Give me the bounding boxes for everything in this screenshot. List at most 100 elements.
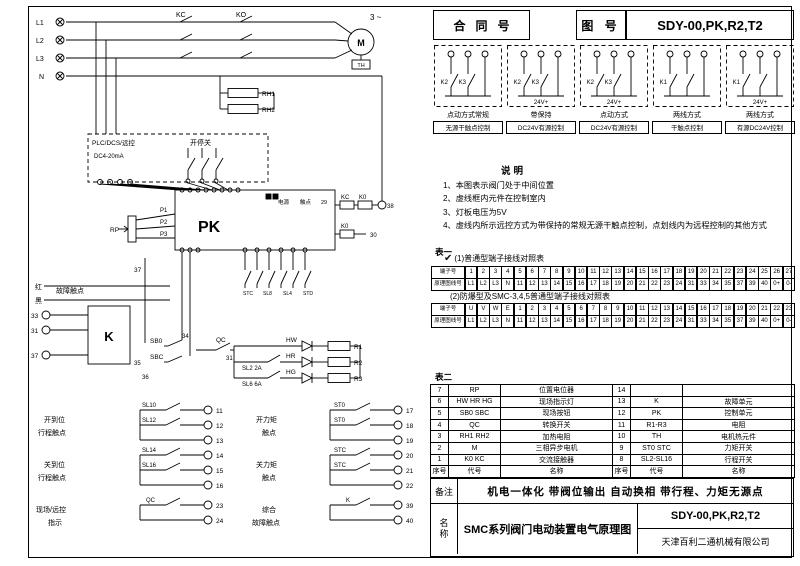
schematic-label: 开力矩 — [256, 415, 277, 424]
terminal-cell: V — [476, 302, 490, 316]
relay-label: K2 — [441, 80, 449, 86]
schematic-label: STC — [243, 291, 253, 297]
terminal-cell: 2 — [525, 302, 539, 316]
schematic-label: 故障触点 — [56, 286, 84, 295]
heater-rh1-icon — [227, 88, 259, 98]
schematic-label: RH1 — [262, 91, 275, 98]
component-cell: 位置电位器 — [500, 384, 613, 397]
terminal-cell: L1 — [464, 315, 478, 329]
component-cell: 6 — [430, 395, 449, 409]
terminal-cell: 17 — [660, 265, 674, 279]
fault-unit-box — [87, 305, 131, 365]
terminal-icon — [55, 53, 65, 63]
terminal-cell: 14 — [550, 278, 564, 292]
terminal-cell: 19 — [611, 315, 625, 329]
terminal-cell: 7 — [586, 302, 600, 316]
terminal-cell: 22 — [648, 278, 661, 292]
terminal-cell: 18 — [599, 278, 612, 292]
terminal-cell: 15 — [562, 278, 576, 292]
control-mode-panel-5: K1 24V+ 两线方式 有源DC24V控制 — [725, 44, 795, 134]
k0-coil-icon — [357, 200, 373, 210]
terminal-cell: 13 — [611, 265, 625, 279]
schematic-label: KC — [341, 195, 350, 201]
table1-sub2: (2)防爆型及SMC-3,4,5普通型端子接线对照表 — [450, 292, 611, 301]
schematic-label: 综合 — [262, 505, 276, 514]
component-cell: 加热电阻 — [500, 430, 613, 443]
schematic-label: 34 — [182, 334, 189, 340]
component-cell: 代号 — [630, 465, 683, 478]
schematic-label: TH — [357, 63, 364, 69]
terminal-cell: 20 — [745, 302, 759, 316]
control-mode-panel-3: K2 K3 24V+ 点动方式 DC24V有源控制 — [579, 44, 649, 134]
terminal-cell: 13 — [538, 278, 551, 292]
component-cell: 10 — [612, 430, 631, 443]
schematic-label: 行程触点 — [38, 473, 66, 482]
contract-no-box: 合同号 — [433, 10, 530, 40]
note-item: 2、虚线框内元件在控制室内 — [443, 194, 546, 203]
schematic-label: 30 — [370, 233, 377, 239]
terminal-cell: 16 — [574, 315, 588, 329]
panel-caption: 带保持 — [530, 112, 552, 119]
schematic-label: 15 — [216, 468, 224, 475]
schematic-label: 29 — [321, 200, 327, 206]
drawing-frame — [28, 6, 792, 558]
schematic-label: 24 — [216, 518, 224, 525]
terminal-cell: 33 — [696, 278, 710, 292]
schematic-label: 33 — [31, 313, 39, 320]
table1-title: 表一 — [435, 247, 453, 257]
terminal-cell: 33 — [696, 315, 710, 329]
terminal-cell: 20 — [623, 315, 637, 329]
terminal-cell: 13 — [538, 315, 551, 329]
relay-label: K1 — [733, 80, 741, 86]
component-cell: 9 — [612, 441, 631, 455]
schematic-label: SL6 6A — [242, 382, 262, 388]
terminal-cell: 16 — [696, 302, 710, 316]
note-item: 3、灯板电压为5V — [443, 207, 507, 217]
schematic-label: 16 — [216, 483, 224, 490]
terminal-cell: 26 — [770, 265, 784, 279]
component-cell: QC — [448, 418, 501, 432]
terminal-cell: 0- — [782, 278, 796, 292]
component-cell: 序号 — [612, 465, 631, 478]
terminal-icon — [55, 17, 65, 27]
terminal-icon — [55, 71, 65, 81]
component-cell: 代号 — [448, 465, 501, 478]
terminal-cell: 6 — [525, 265, 539, 279]
component-cell: 1 — [430, 453, 449, 467]
title-block: 备注 机电一体化 带阀位输出 自动换相 带行程、力矩无源点 名称 SMC系列阀门… — [430, 478, 794, 557]
drawing-no-label-box: 图 号 — [576, 10, 626, 40]
terminal-cell: 40 — [758, 278, 771, 292]
terminal-cell: 8 — [550, 265, 564, 279]
component-cell: 12 — [612, 407, 631, 420]
company-name: 天津百利二通机械有限公司 — [661, 537, 770, 547]
notes: 说明 1、本图表示阀门处于中间位置 2、虚线框内元件在控制室内 3、灯板电压为5… — [443, 165, 793, 233]
terminal-cell: 7 — [538, 265, 551, 279]
terminal-cell: 11 — [513, 278, 527, 292]
schematic-label: SL10 — [142, 403, 157, 409]
component-cell: R1-R3 — [630, 418, 683, 432]
terminal-cell: 16 — [648, 265, 661, 279]
component-cell: 三相异步电机 — [500, 441, 613, 455]
terminal-cell: E — [501, 302, 515, 316]
schematic-label: SL14 — [142, 448, 157, 454]
terminal-cell: 19 — [684, 265, 698, 279]
schematic-label: K — [346, 498, 350, 504]
component-cell: SB0 SBC — [448, 407, 501, 420]
terminal-cell: 22 — [770, 302, 784, 316]
terminal-cell: 11 — [586, 265, 600, 279]
panel-caption: 两线方式 — [746, 112, 774, 119]
schematic-label: 3 ~ — [370, 13, 382, 22]
drawing-no-box: SDY-00,PK,R2,T2 — [626, 10, 794, 40]
relay-label: K2 — [514, 80, 522, 86]
schematic-label: SBC — [150, 354, 164, 361]
terminal-cell: 12 — [525, 278, 539, 292]
title-block-right: SDY-00,PK,R2,T2 天津百利二通机械有限公司 — [638, 504, 793, 554]
terminal-cell: 37 — [733, 315, 747, 329]
terminal-cell: 1 — [464, 265, 478, 279]
terminal-row-label: 端子号 — [430, 265, 466, 279]
